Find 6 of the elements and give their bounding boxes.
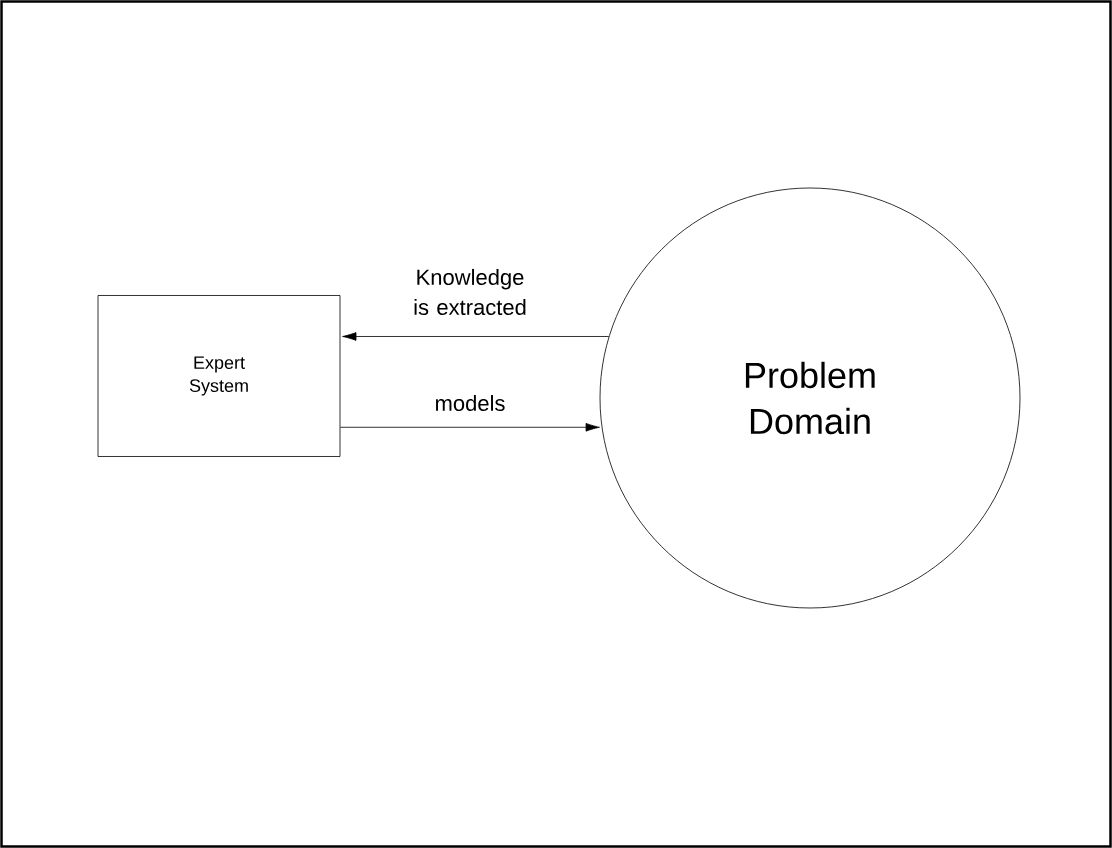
edge-label: Knowledge is extracted	[414, 268, 526, 316]
edge-label: models	[436, 394, 505, 412]
circle-node: Problem Domain	[599, 187, 1021, 609]
arrow	[342, 332, 610, 341]
arrow	[340, 423, 600, 432]
process-box: Expert System	[97, 295, 341, 457]
